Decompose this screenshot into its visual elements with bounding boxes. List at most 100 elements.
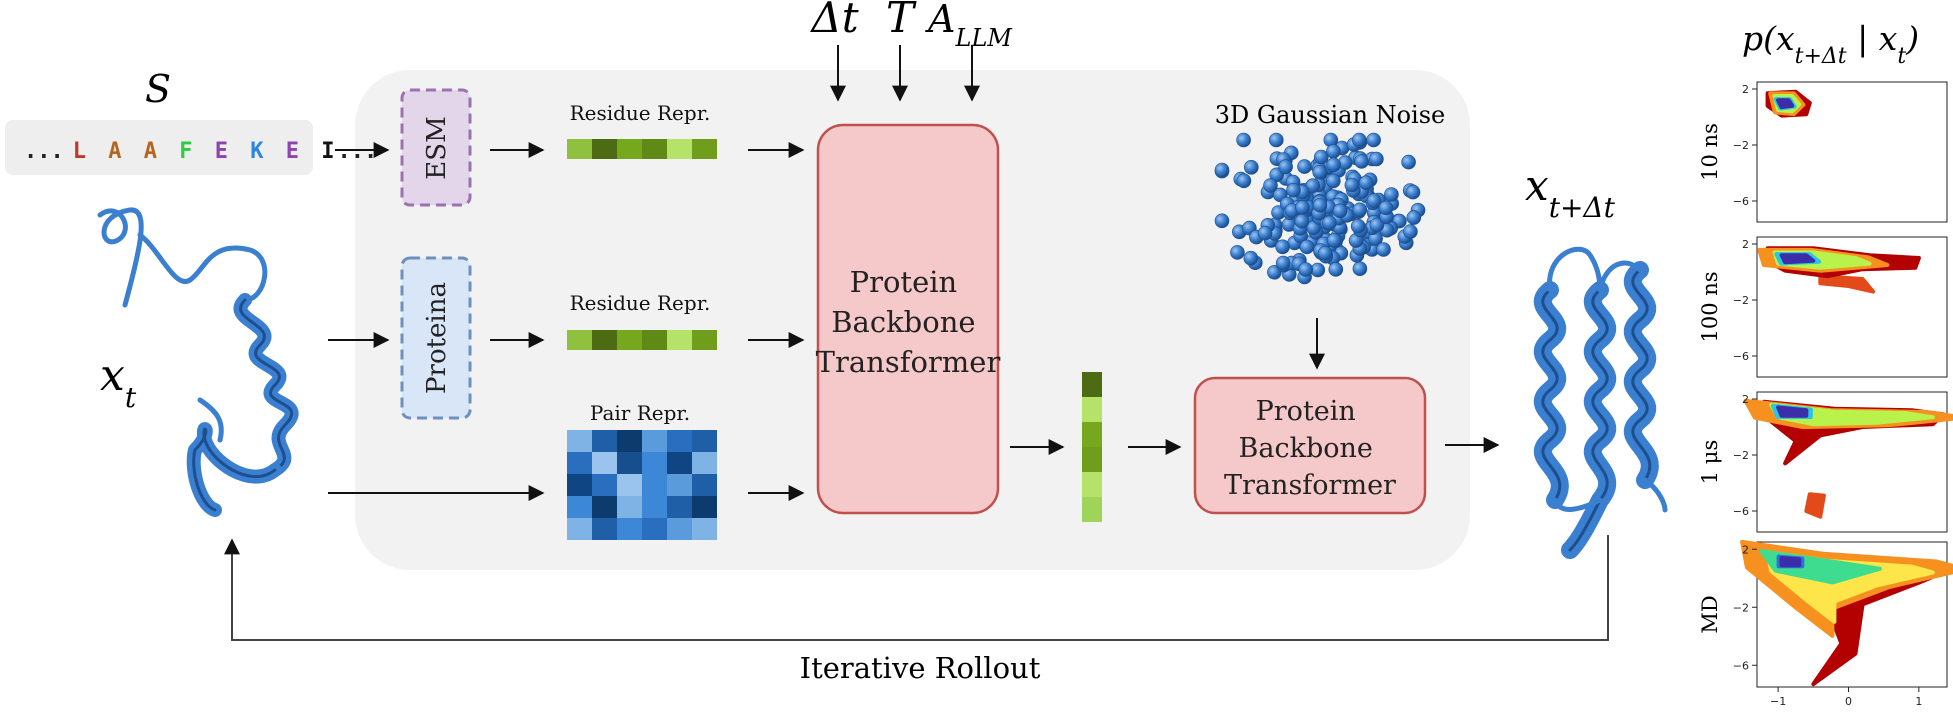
density-contour bbox=[1776, 98, 1795, 110]
sequence-residue: E bbox=[286, 139, 313, 164]
latent-vector bbox=[1082, 372, 1102, 522]
input-protein-structure bbox=[97, 207, 299, 517]
x-tick-label: 1 bbox=[1915, 695, 1922, 708]
noise-sphere bbox=[1236, 132, 1251, 148]
noise-sphere bbox=[1312, 197, 1328, 213]
noise-sphere bbox=[1263, 178, 1278, 193]
noise-sphere bbox=[1358, 175, 1374, 190]
density-contour bbox=[1804, 492, 1826, 519]
y-tick-label: 2 bbox=[1742, 543, 1749, 556]
output-protein-structure bbox=[1533, 246, 1668, 559]
output-structure-label: xt+Δt bbox=[1525, 161, 1616, 224]
noise-sphere bbox=[1275, 255, 1291, 271]
amino-acid-sequence: ...L A A F E K E I... bbox=[24, 139, 377, 164]
residue-repr-bar-2 bbox=[567, 330, 717, 350]
noise-label: 3D Gaussian Noise bbox=[1215, 101, 1445, 129]
sequence-residue: E bbox=[215, 139, 242, 164]
density-contour bbox=[1779, 253, 1816, 265]
sequence-residue: I bbox=[321, 139, 334, 164]
x-tick-label: −1 bbox=[1770, 695, 1786, 708]
residue-repr-bar-1 bbox=[567, 139, 717, 159]
sequence-symbol: S bbox=[145, 67, 171, 111]
residue-repr-label-2: Residue Repr. bbox=[570, 291, 711, 315]
delta-t-label: Δt bbox=[809, 0, 858, 42]
density-panel-label: 1 μs bbox=[1698, 440, 1722, 484]
noise-sphere bbox=[1352, 261, 1368, 277]
noise-sphere bbox=[1401, 154, 1416, 170]
temperature-label: T bbox=[886, 0, 917, 42]
proteina-encoder-box bbox=[400, 256, 472, 420]
structure-input-label: xt bbox=[100, 350, 137, 414]
noise-sphere bbox=[1376, 242, 1391, 257]
noise-sphere bbox=[1314, 149, 1329, 165]
decoder-transformer-label: Protein Backbone Transformer bbox=[1224, 396, 1396, 501]
noise-sphere bbox=[1295, 200, 1310, 215]
y-tick-label: 2 bbox=[1742, 393, 1749, 406]
noise-sphere bbox=[1406, 210, 1422, 225]
noise-sphere bbox=[1275, 239, 1290, 255]
sequence-residue: A bbox=[108, 139, 135, 164]
noise-sphere bbox=[1214, 162, 1230, 178]
x-tick-label: 0 bbox=[1845, 695, 1852, 708]
noise-sphere bbox=[1350, 218, 1366, 234]
noise-sphere bbox=[1354, 154, 1369, 169]
noise-sphere bbox=[1317, 245, 1333, 261]
noise-sphere bbox=[1278, 159, 1293, 174]
noise-sphere bbox=[1366, 132, 1381, 148]
noise-sphere bbox=[1326, 157, 1341, 173]
density-panel: 2−2−61 μs bbox=[1698, 391, 1953, 533]
noise-sphere bbox=[1384, 187, 1399, 202]
density-panel: 2−2−610 ns bbox=[1698, 81, 1948, 223]
density-panel-label: 100 ns bbox=[1698, 271, 1722, 342]
sequence-residue: L bbox=[73, 139, 100, 164]
noise-sphere bbox=[1243, 250, 1259, 266]
sequence-residue: A bbox=[144, 139, 171, 164]
noise-sphere bbox=[1326, 233, 1342, 248]
pair-repr-label: Pair Repr. bbox=[590, 401, 690, 425]
noise-sphere bbox=[1322, 215, 1337, 231]
distribution-title: p(xt+Δt | xt) bbox=[1742, 19, 1919, 69]
noise-sphere bbox=[1214, 213, 1230, 229]
noise-sphere bbox=[1332, 203, 1348, 219]
sequence-residue: K bbox=[250, 139, 277, 164]
density-contour bbox=[1776, 405, 1809, 418]
rollout-loop-line bbox=[224, 535, 1609, 641]
noise-sphere bbox=[1344, 177, 1360, 193]
noise-sphere bbox=[1405, 184, 1421, 200]
noise-sphere bbox=[1378, 200, 1394, 216]
noise-sphere bbox=[1236, 173, 1252, 189]
noise-sphere bbox=[1299, 239, 1315, 255]
sequence-residue: ... bbox=[24, 139, 64, 164]
noise-sphere bbox=[1366, 193, 1382, 208]
noise-sphere bbox=[1403, 224, 1418, 239]
y-tick-label: −2 bbox=[1733, 139, 1749, 152]
noise-sphere bbox=[1269, 132, 1284, 148]
y-tick-label: −6 bbox=[1733, 195, 1749, 208]
proteina-label: Proteina bbox=[422, 282, 452, 394]
y-tick-label: 2 bbox=[1742, 83, 1749, 96]
allm-label: ALLM bbox=[925, 0, 1013, 52]
noise-sphere bbox=[1369, 151, 1384, 167]
residue-repr-label-1: Residue Repr. bbox=[570, 101, 711, 125]
gaussian-noise-cloud bbox=[1214, 132, 1426, 285]
decoder-transformer-box bbox=[1193, 376, 1427, 515]
noise-sphere bbox=[1352, 132, 1367, 148]
main-transformer-label: Protein Backbone Transformer bbox=[816, 265, 1001, 379]
noise-sphere bbox=[1328, 262, 1344, 277]
y-tick-label: 2 bbox=[1742, 238, 1749, 251]
y-tick-label: −2 bbox=[1733, 294, 1749, 307]
noise-sphere bbox=[1286, 182, 1301, 198]
noise-sphere bbox=[1294, 213, 1310, 229]
noise-sphere bbox=[1230, 245, 1245, 260]
density-contour bbox=[1818, 274, 1876, 294]
noise-sphere bbox=[1298, 262, 1313, 277]
rollout-label: Iterative Rollout bbox=[800, 651, 1041, 685]
noise-sphere bbox=[1326, 173, 1341, 189]
main-transformer-box bbox=[816, 123, 1000, 515]
density-panel-label: MD bbox=[1698, 595, 1722, 633]
y-tick-label: −6 bbox=[1733, 659, 1749, 672]
